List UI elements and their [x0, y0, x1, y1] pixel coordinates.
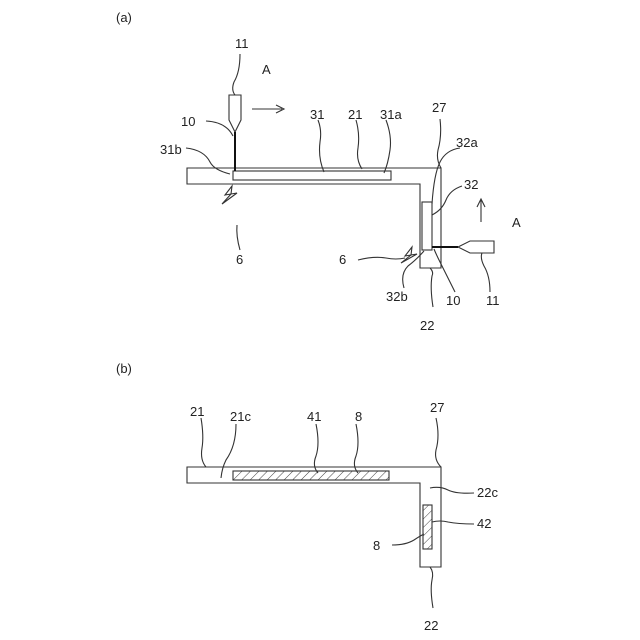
label-11-top: 11 — [235, 36, 249, 51]
label-32a: 32a — [456, 135, 478, 150]
label-b-41: 41 — [307, 409, 321, 424]
panel-b: (b) 21 21c 41 8 27 22c 42 8 22 — [116, 361, 498, 633]
label-32b: 32b — [386, 289, 408, 304]
label-31: 31 — [310, 107, 324, 122]
label-b-42: 42 — [477, 516, 491, 531]
electrode-32 — [422, 202, 432, 250]
label-b-21c: 21c — [230, 409, 251, 424]
label-b-8-left: 8 — [373, 538, 380, 553]
panel-a-label: (a) — [116, 10, 132, 25]
panel-a: (a) — [116, 10, 521, 333]
label-32: 32 — [464, 177, 478, 192]
arc-symbol-6-left — [222, 186, 237, 204]
label-b-22c: 22c — [477, 485, 498, 500]
arrow-a-vertical — [477, 199, 485, 222]
label-6-left: 6 — [236, 252, 243, 267]
panel-b-label: (b) — [116, 361, 132, 376]
label-b-22: 22 — [424, 618, 438, 633]
label-10-top: 10 — [181, 114, 195, 129]
label-6-right: 6 — [339, 252, 346, 267]
label-a-right: A — [512, 215, 521, 230]
label-a-top: A — [262, 62, 271, 77]
label-22: 22 — [420, 318, 434, 333]
label-b-27: 27 — [430, 400, 444, 415]
electrode-31 — [233, 171, 391, 180]
label-11-bottom: 11 — [486, 293, 500, 308]
label-31a: 31a — [380, 107, 402, 122]
arrow-a-horizontal — [252, 105, 284, 113]
label-27: 27 — [432, 100, 446, 115]
label-21: 21 — [348, 107, 362, 122]
label-b-8-top: 8 — [355, 409, 362, 424]
weld-bead-41 — [233, 471, 389, 480]
label-10-bottom: 10 — [446, 293, 460, 308]
workpiece-l-shape-b — [187, 467, 441, 567]
workpiece-l-shape — [187, 168, 441, 268]
label-31b: 31b — [160, 142, 182, 157]
weld-bead-42 — [423, 505, 432, 549]
label-b-21: 21 — [190, 404, 204, 419]
